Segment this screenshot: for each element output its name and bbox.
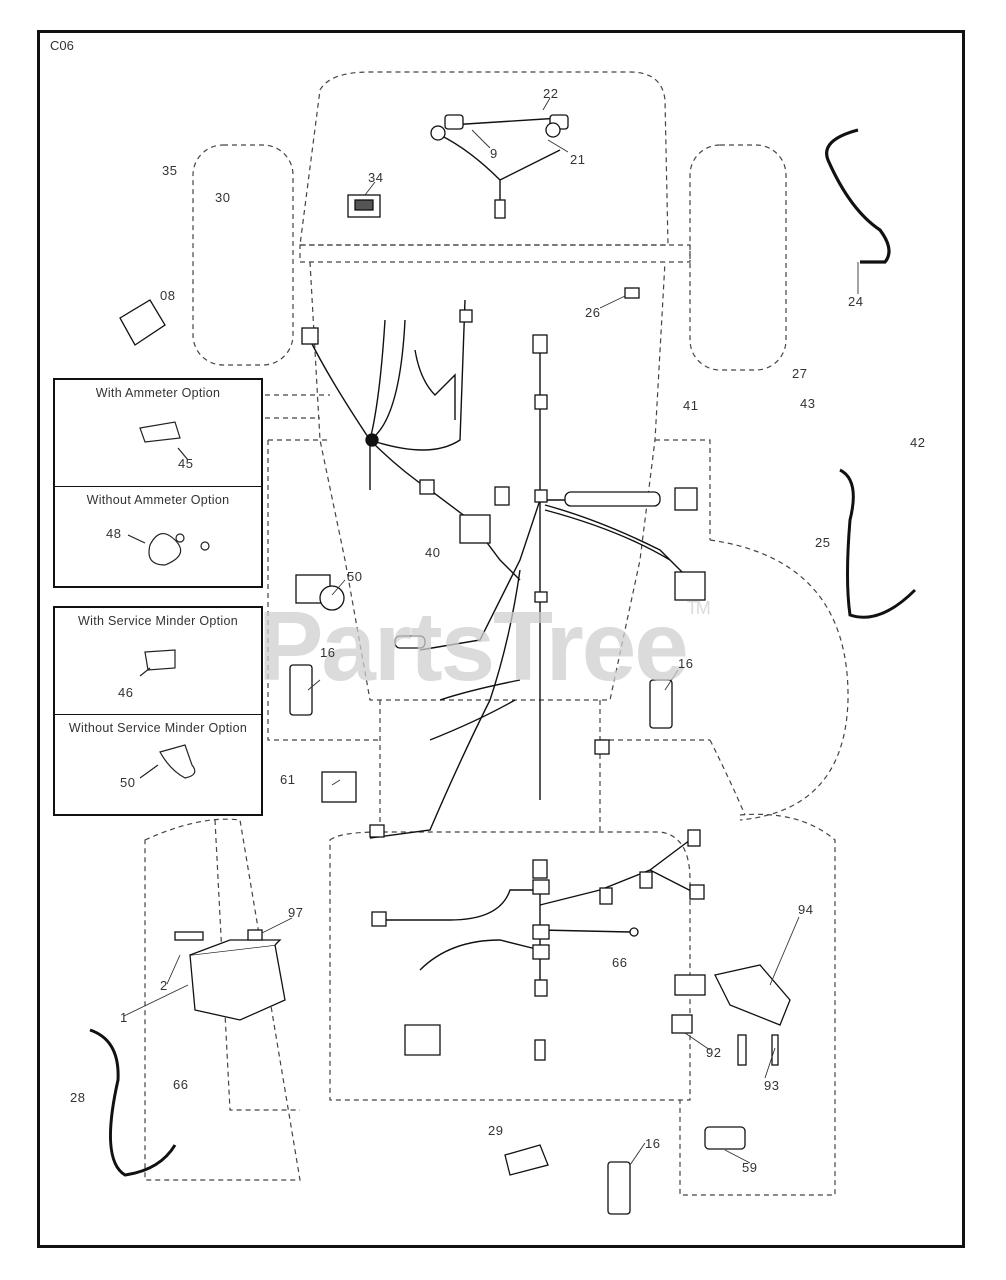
callout-66b: 66 <box>173 1077 189 1092</box>
callout-27: 27 <box>792 366 808 381</box>
callout-25: 25 <box>815 535 831 550</box>
wire-harness <box>89 117 917 1177</box>
callout-24: 24 <box>848 294 864 309</box>
with-service-minder-title: With Service Minder Option <box>78 614 238 628</box>
callout-08: 08 <box>160 288 176 303</box>
leader-lines <box>123 97 859 1166</box>
with-service-minder-panel: With Service Minder Option <box>55 608 261 714</box>
callout-26: 26 <box>585 305 601 320</box>
callout-40: 40 <box>425 545 441 560</box>
callout-93: 93 <box>764 1078 780 1093</box>
callout-46: 46 <box>118 685 134 700</box>
without-ammeter-panel: Without Ammeter Option <box>55 486 261 587</box>
callout-22: 22 <box>543 86 559 101</box>
service-minder-option-inset: With Service Minder Option Without Servi… <box>53 606 263 816</box>
callout-48: 48 <box>106 526 122 541</box>
callout-1: 1 <box>120 1010 128 1025</box>
callout-97: 97 <box>288 905 304 920</box>
callout-92: 92 <box>706 1045 722 1060</box>
callout-50a: 50 <box>347 569 363 584</box>
callout-9: 9 <box>490 146 498 161</box>
page-code: C06 <box>50 38 74 53</box>
callout-42: 42 <box>910 435 926 450</box>
callout-21: 21 <box>570 152 586 167</box>
components <box>119 114 791 1215</box>
without-service-minder-panel: Without Service Minder Option <box>55 714 261 815</box>
callout-29: 29 <box>488 1123 504 1138</box>
without-ammeter-title: Without Ammeter Option <box>86 493 230 507</box>
with-ammeter-title: With Ammeter Option <box>95 386 221 400</box>
callout-28: 28 <box>70 1090 86 1105</box>
diagram-frame <box>37 30 965 1248</box>
callout-66a: 66 <box>612 955 628 970</box>
callout-43: 43 <box>800 396 816 411</box>
without-service-minder-title: Without Service Minder Option <box>68 721 248 735</box>
callout-35: 35 <box>162 163 178 178</box>
trademark-mark: TM <box>686 598 711 618</box>
callout-59: 59 <box>742 1160 758 1175</box>
callout-50b: 50 <box>120 775 136 790</box>
callout-94: 94 <box>798 902 814 917</box>
callout-41: 41 <box>683 398 699 413</box>
callout-34: 34 <box>368 170 384 185</box>
callout-61: 61 <box>280 772 296 787</box>
with-ammeter-panel: With Ammeter Option <box>55 380 261 486</box>
parts-tree-watermark: PartsTreeTM <box>258 590 711 703</box>
callout-16b: 16 <box>678 656 694 671</box>
callout-2: 2 <box>160 978 168 993</box>
ammeter-option-inset: With Ammeter Option Without Ammeter Opti… <box>53 378 263 588</box>
callout-16a: 16 <box>320 645 336 660</box>
callout-45: 45 <box>178 456 194 471</box>
callout-30: 30 <box>215 190 231 205</box>
callout-16c: 16 <box>645 1136 661 1151</box>
watermark-text: PartsTree <box>258 591 689 701</box>
